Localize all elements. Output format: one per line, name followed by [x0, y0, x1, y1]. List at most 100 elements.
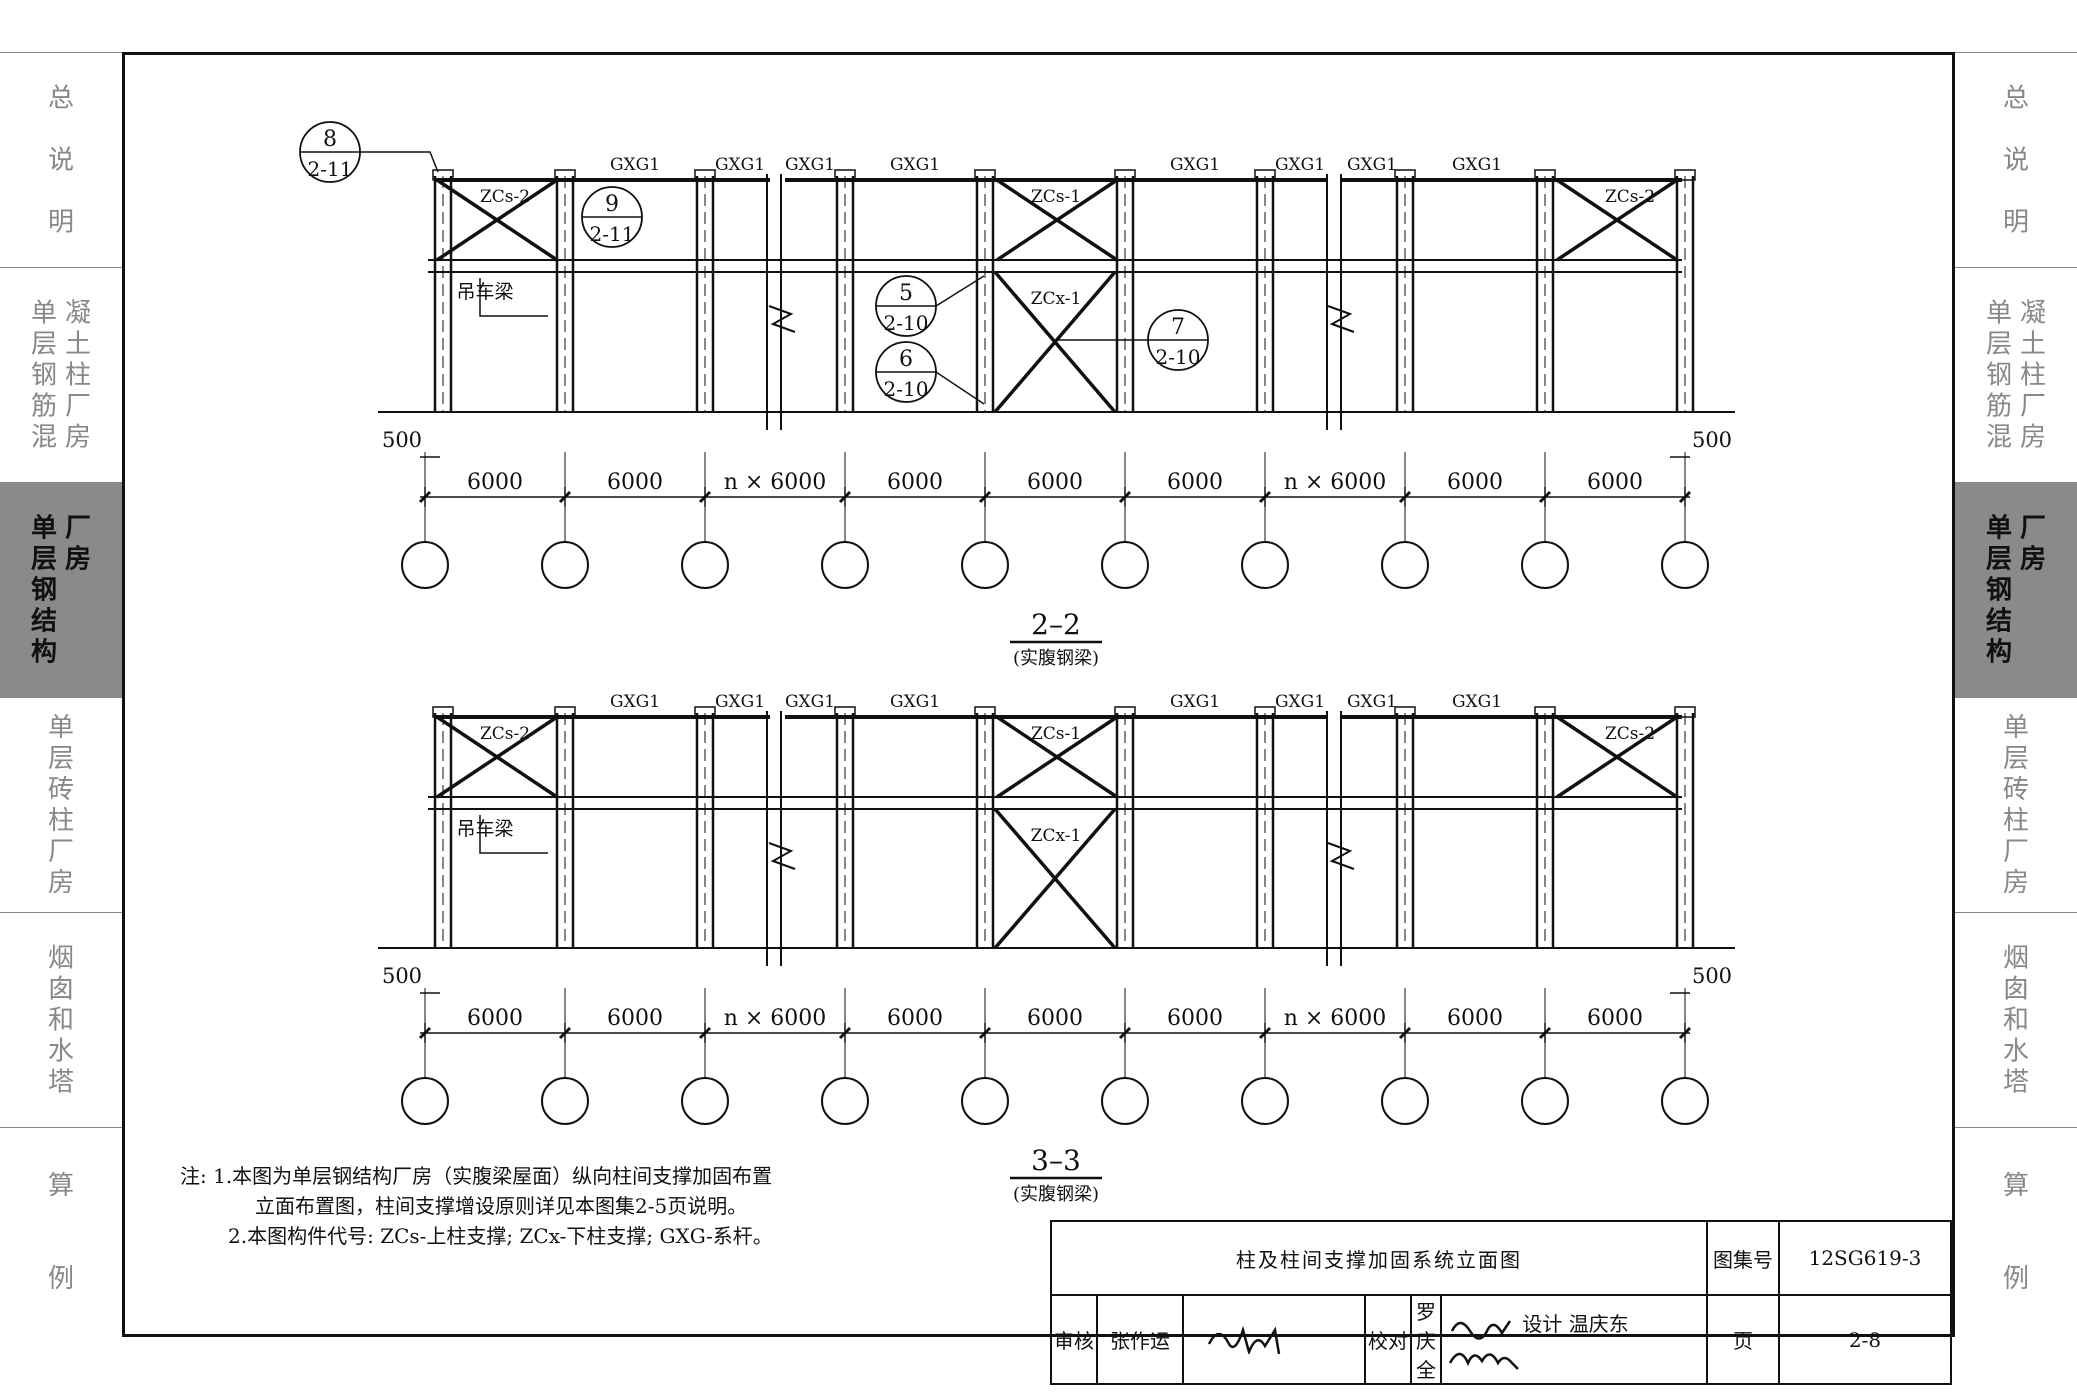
tab-rc-column-plant[interactable]: 单 层 钢 筋 混凝 土 柱 厂 房: [1955, 267, 2077, 483]
section-subtitle: (实腹钢梁): [1013, 648, 1099, 669]
break-symbol: [768, 305, 796, 333]
dimension-text: n × 6000: [724, 1006, 827, 1031]
column-cap: [1114, 169, 1136, 181]
beam-label: GXG1: [1347, 155, 1397, 175]
column-cap: [694, 706, 716, 718]
axis-bubble: [1521, 541, 1569, 589]
axis-bubble: [1101, 541, 1149, 589]
dimension-text: 6000: [1167, 470, 1223, 495]
tab-general-notes[interactable]: 总 说 明: [0, 52, 122, 268]
upper-brace: [436, 178, 558, 262]
detail-ref-number: 9: [605, 192, 619, 217]
dimension-text: 6000: [1027, 1006, 1083, 1031]
axis-bubble: [541, 541, 589, 589]
brace-label: ZCx-1: [1031, 826, 1082, 846]
brace-label: ZCs-1: [1031, 187, 1081, 207]
lower-brace: [993, 270, 1117, 414]
dimension-text: n × 6000: [1284, 1006, 1387, 1031]
column-cap: [974, 169, 996, 181]
axis-bubble: [1661, 541, 1709, 589]
dimension-text: 6000: [1447, 1006, 1503, 1031]
beam-label: GXG1: [610, 155, 660, 175]
signature-mark: [1448, 1352, 1519, 1370]
atlas-label: 图集号: [1706, 1220, 1780, 1296]
tab-examples[interactable]: 算 例: [1955, 1127, 2077, 1338]
column-cap: [1254, 706, 1276, 718]
tab-steel-plant[interactable]: 单 层 钢 结 构厂 房: [0, 482, 122, 698]
beam-label: GXG1: [715, 155, 765, 175]
axis-bubble: [961, 541, 1009, 589]
crane-beam-label: 吊车梁: [456, 281, 513, 303]
brace-label: ZCs-2: [480, 724, 530, 744]
tab-general-notes[interactable]: 总 说 明: [1955, 52, 2077, 268]
designer-name: 温庆东: [1568, 1312, 1629, 1337]
column-cap: [1534, 706, 1556, 718]
tab-label-b: 厂 房: [2020, 513, 2047, 574]
brace-label: ZCs-2: [480, 187, 530, 207]
tab-label-b: 凝 土 柱 厂 房: [65, 298, 92, 452]
axis-bubble: [401, 541, 449, 589]
beam-label: GXG1: [610, 692, 660, 712]
break-symbol: [1327, 305, 1355, 333]
leader-line: [935, 371, 985, 405]
detail-ref-number: 7: [1171, 315, 1185, 340]
leader-line: [479, 278, 548, 317]
beam-label: GXG1: [1275, 692, 1325, 712]
section-label: 2–2: [1031, 608, 1081, 641]
beam-label: GXG1: [1452, 155, 1502, 175]
axis-bubble: [541, 1077, 589, 1125]
brace-label: ZCs-2: [1605, 187, 1655, 207]
dimension-text: 6000: [1027, 470, 1083, 495]
beam-label: GXG1: [1170, 692, 1220, 712]
detail-ref-page: 2-10: [884, 377, 929, 401]
tab-steel-plant[interactable]: 单 层 钢 结 构厂 房: [1955, 482, 2077, 698]
beam-label: GXG1: [1347, 692, 1397, 712]
column-cap: [834, 706, 856, 718]
axis-bubble: [1241, 1077, 1289, 1125]
leader-line: [360, 151, 439, 173]
column-cap: [694, 169, 716, 181]
dimension-text: 6000: [1587, 1006, 1643, 1031]
edge-dim-text: 500: [1692, 428, 1732, 452]
reviewer-name: 张作运: [1096, 1294, 1184, 1385]
page-label: 页: [1706, 1294, 1780, 1385]
detail-ref-number: 5: [899, 281, 913, 306]
tab-rc-column-plant[interactable]: 单 层 钢 筋 混凝 土 柱 厂 房: [0, 267, 122, 483]
axis-bubble: [1381, 541, 1429, 589]
column-cap: [432, 169, 454, 181]
tab-chimney-tower[interactable]: 烟 囱 和 水 塔: [1955, 912, 2077, 1128]
column-cap: [1674, 706, 1696, 718]
review-label: 审核: [1050, 1294, 1098, 1385]
column-cap: [1674, 169, 1696, 181]
detail-ref-page: 2-10: [1156, 345, 1201, 369]
brace-label: ZCs-1: [1031, 724, 1081, 744]
beam-label: GXG1: [785, 155, 835, 175]
column-cap: [834, 169, 856, 181]
drawing-frame: [122, 52, 1955, 1337]
axis-bubble: [1521, 1077, 1569, 1125]
page-number: 2-8: [1778, 1294, 1952, 1385]
tab-examples[interactable]: 算 例: [0, 1127, 122, 1338]
tab-brick-column-plant[interactable]: 单 层 砖 柱 厂 房: [1955, 697, 2077, 913]
beam-label: GXG1: [1275, 155, 1325, 175]
section-label: 3–3: [1031, 1144, 1081, 1177]
detail-ref-number: 6: [899, 347, 913, 372]
axis-bubble: [401, 1077, 449, 1125]
beam-label: GXG1: [785, 692, 835, 712]
tab-label-a: 单 层 钢 结 构: [30, 513, 57, 667]
atlas-number: 12SG619-3: [1778, 1220, 1952, 1296]
lower-brace: [993, 807, 1117, 950]
axis-bubble: [1101, 1077, 1149, 1125]
column-cap: [1534, 169, 1556, 181]
tab-brick-column-plant[interactable]: 单 层 砖 柱 厂 房: [0, 697, 122, 913]
dimension-text: 6000: [1167, 1006, 1223, 1031]
note-line-1: 注: 1.本图为单层钢结构厂房（实腹梁屋面）纵向柱间支撑加固布置: [180, 1164, 773, 1188]
detail-ref-number: 8: [323, 127, 337, 152]
beam-label: GXG1: [890, 155, 940, 175]
signature-mark: [1207, 1325, 1281, 1356]
leader-line: [935, 275, 985, 307]
edge-dim-text: 500: [382, 428, 422, 452]
dimension-text: 6000: [887, 470, 943, 495]
tab-chimney-tower[interactable]: 烟 囱 和 水 塔: [0, 912, 122, 1128]
column-cap: [1114, 706, 1136, 718]
